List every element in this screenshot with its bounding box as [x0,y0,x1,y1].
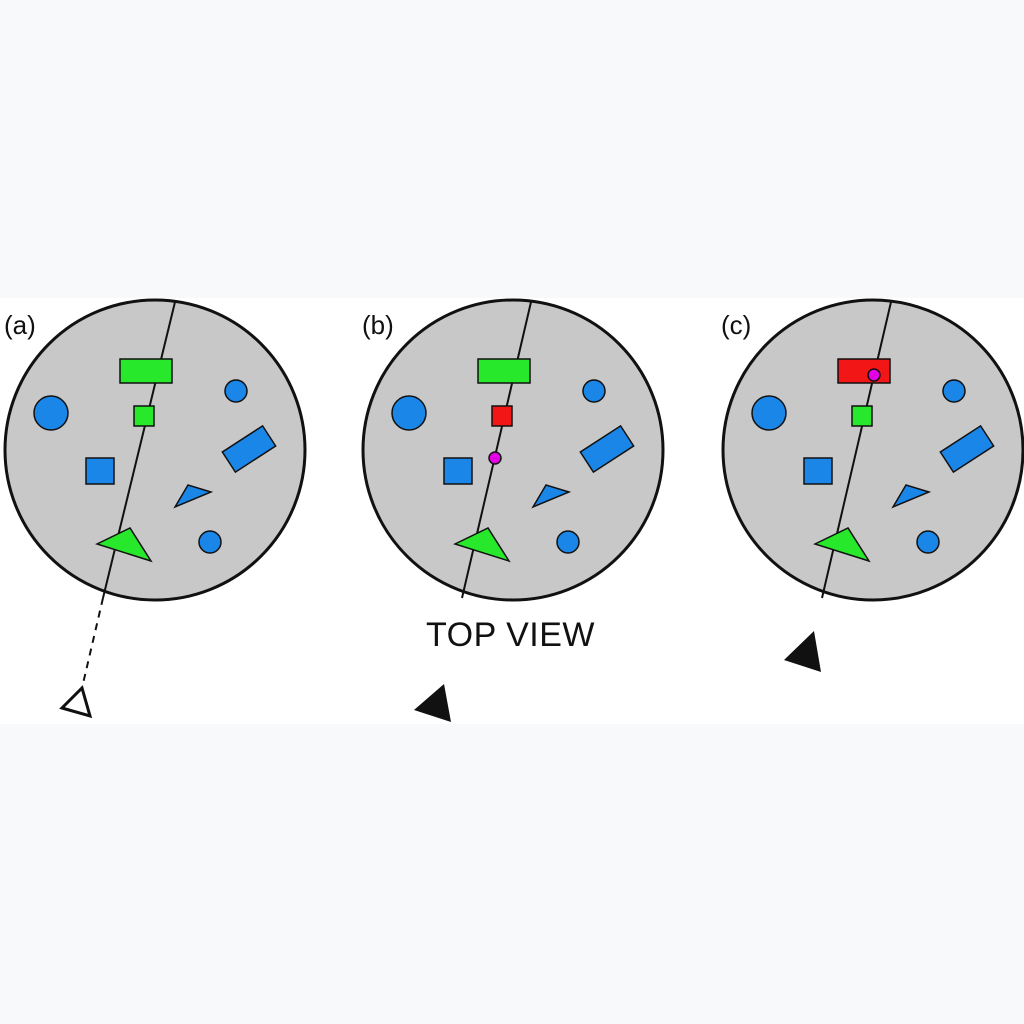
sightline-dashed [81,597,104,689]
green-triangle [94,527,153,563]
panel-label-b: (b) [362,310,394,340]
small-green-square [133,405,155,427]
viewer-filled-triangle-icon [784,631,821,672]
small-blue-circle-bottom [198,530,222,554]
blue-square [803,457,833,485]
green-triangle [452,527,511,563]
blue-tilted-rectangle [221,424,277,474]
figure-canvas [3,298,1024,722]
gaze-point [867,368,881,382]
panel-label-a: (a) [4,310,36,340]
blue-square [85,457,115,485]
figure-caption: TOP VIEW [426,616,596,654]
panel-c [721,298,1024,672]
top-view-figure: (a) (b) (c) TOP VIEW [0,298,1024,724]
green-rectangle [477,358,531,384]
tabletop-circle [361,298,665,602]
small-green-square [851,405,873,427]
large-blue-circle [391,395,427,431]
green-triangle [812,527,871,563]
red-rectangle [837,358,891,384]
blue-triangle [891,484,932,509]
small-blue-circle-bottom [916,530,940,554]
small-blue-circle-top [942,379,966,403]
blue-triangle [173,484,214,509]
blue-square [443,457,473,485]
panel-a [3,298,307,719]
small-red-square [491,405,513,427]
blue-tilted-rectangle [579,424,635,474]
gaze-point [488,451,502,465]
panel-b [361,298,665,722]
tabletop-circle [721,298,1024,602]
small-blue-circle-top [582,379,606,403]
blue-triangle [531,484,572,509]
viewer-filled-triangle-icon [414,684,451,722]
small-blue-circle-top [224,379,248,403]
panel-label-c: (c) [721,310,752,340]
tabletop-circle [3,298,307,602]
large-blue-circle [751,395,787,431]
viewer-open-triangle-icon [59,685,93,719]
green-rectangle [119,358,173,384]
blue-tilted-rectangle [939,424,995,474]
large-blue-circle [33,395,69,431]
small-blue-circle-bottom [556,530,580,554]
